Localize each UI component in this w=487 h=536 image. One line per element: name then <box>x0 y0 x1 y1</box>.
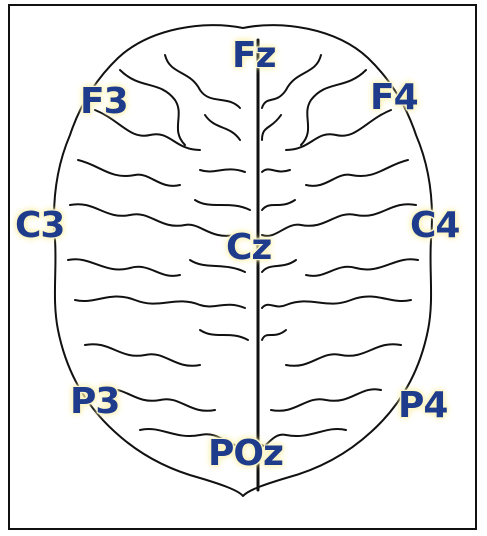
electrode-label-c4: C4 <box>410 208 459 244</box>
electrode-label-f3: F3 <box>80 84 128 120</box>
electrode-label-c3: C3 <box>15 208 64 244</box>
electrode-label-cz: Cz <box>226 230 271 266</box>
electrode-label-p4: P4 <box>398 388 447 424</box>
electrode-label-p3: P3 <box>70 384 119 420</box>
electrode-label-fz: Fz <box>232 38 276 74</box>
electrode-label-f4: F4 <box>370 80 418 116</box>
electrode-label-poz: POz <box>208 436 283 472</box>
